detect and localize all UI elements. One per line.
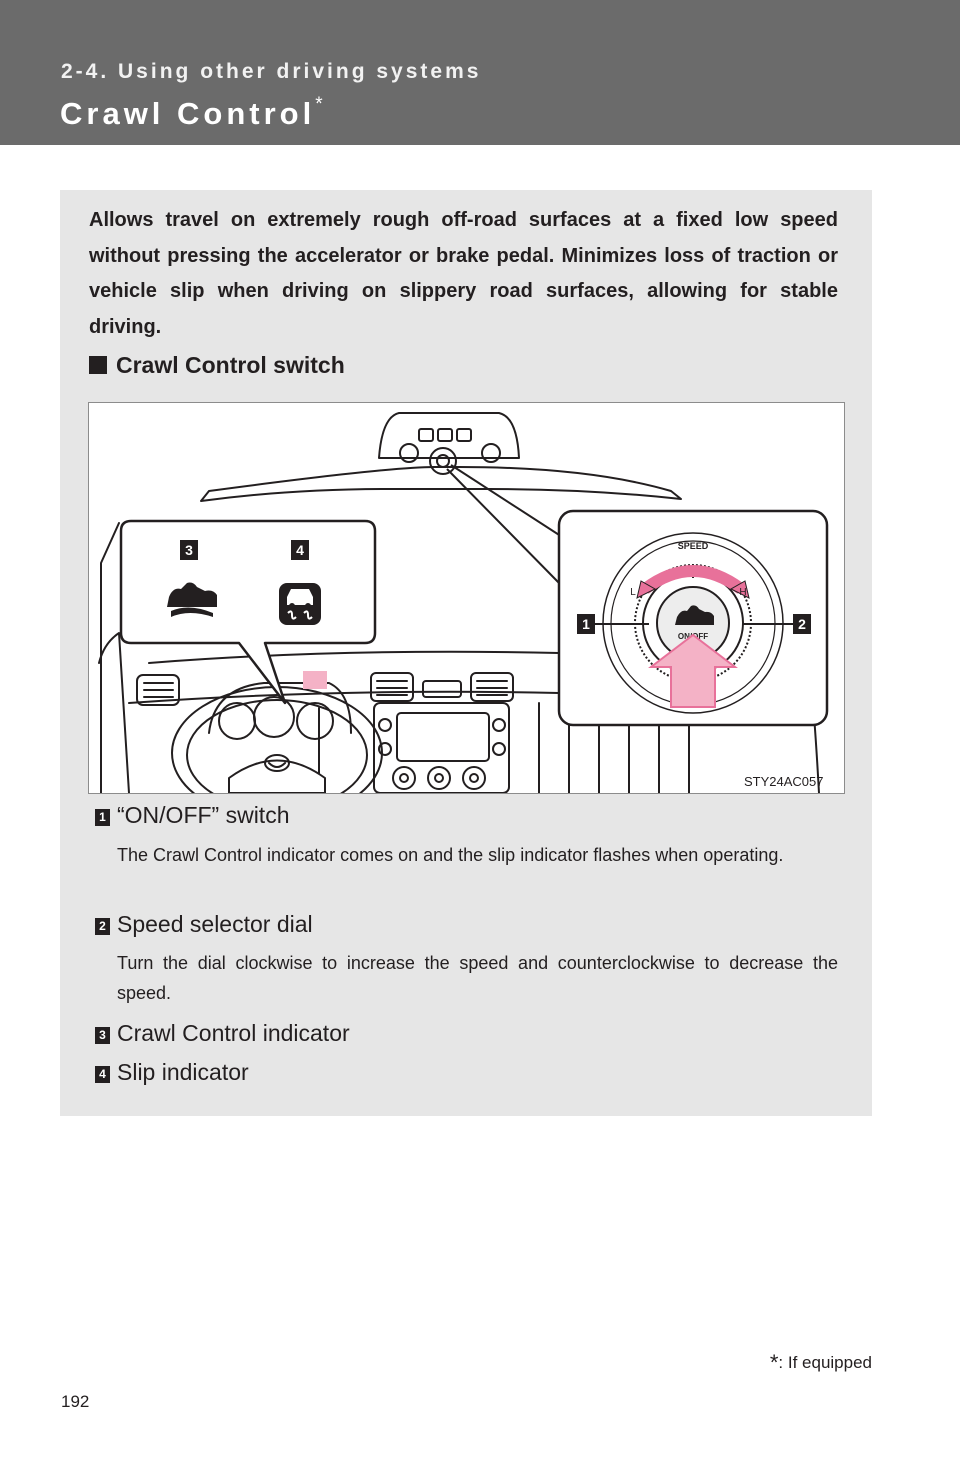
dashboard-drawing: STY24AC057 3 4 1 2 SPEED L H ON/O [98, 412, 829, 793]
dial-high-label: H [739, 587, 746, 598]
section-label: 2-4. Using other driving systems [61, 60, 482, 83]
if-equipped-mark: * [315, 94, 323, 115]
footnote: *: If equipped [770, 1350, 872, 1376]
badge-4 [291, 540, 309, 560]
item-on-off-switch: 1 “ON/OFF” switch [95, 802, 290, 829]
svg-text:4: 4 [296, 542, 304, 558]
item-description: The Crawl Control indicator comes on and… [117, 845, 784, 865]
item-label: Crawl Control indicator [117, 1020, 350, 1046]
badge-1 [577, 614, 595, 634]
illustration-code: STY24AC057 [744, 774, 824, 789]
crawl-control-illustration: STY24AC057 3 4 1 2 SPEED L H ON/O [88, 402, 845, 794]
subheading-text: Crawl Control switch [116, 352, 345, 378]
subheading: Crawl Control switch [89, 352, 345, 379]
item-label: Slip indicator [117, 1059, 249, 1085]
footnote-text: : If equipped [778, 1353, 872, 1372]
num-badge-2: 2 [95, 918, 110, 935]
item-crawl-control-indicator: 3 Crawl Control indicator [95, 1020, 350, 1047]
header-bar [0, 0, 960, 145]
badge-2 [793, 614, 811, 634]
item-description: Turn the dial clockwise to increase the … [117, 953, 838, 1003]
page-title-text: Crawl Control [60, 96, 316, 131]
square-bullet-icon [89, 356, 107, 374]
intro-paragraph: Allows travel on extremely rough off-roa… [89, 209, 838, 338]
asterisk-icon: * [769, 1350, 779, 1375]
num-badge-4: 4 [95, 1066, 110, 1083]
slip-indicator-icon [279, 583, 321, 625]
item-label: Speed selector dial [117, 911, 313, 937]
dial-low-label: L [630, 587, 636, 598]
item-label: “ON/OFF” switch [117, 802, 290, 828]
item-speed-selector-dial: 2 Speed selector dial [95, 911, 313, 938]
page-number: 192 [61, 1392, 90, 1411]
item-slip-indicator: 4 Slip indicator [95, 1059, 249, 1086]
page-title: Crawl Control* [60, 94, 323, 132]
svg-text:3: 3 [185, 542, 193, 558]
dial-speed-label: SPEED [678, 541, 709, 551]
crawl-control-indicator-icon [167, 582, 217, 617]
num-badge-1: 1 [95, 809, 110, 826]
num-badge-3: 3 [95, 1027, 110, 1044]
svg-text:1: 1 [582, 616, 590, 632]
press-arrow-icon [648, 633, 738, 708]
svg-text:2: 2 [798, 616, 806, 632]
badge-3 [180, 540, 198, 560]
